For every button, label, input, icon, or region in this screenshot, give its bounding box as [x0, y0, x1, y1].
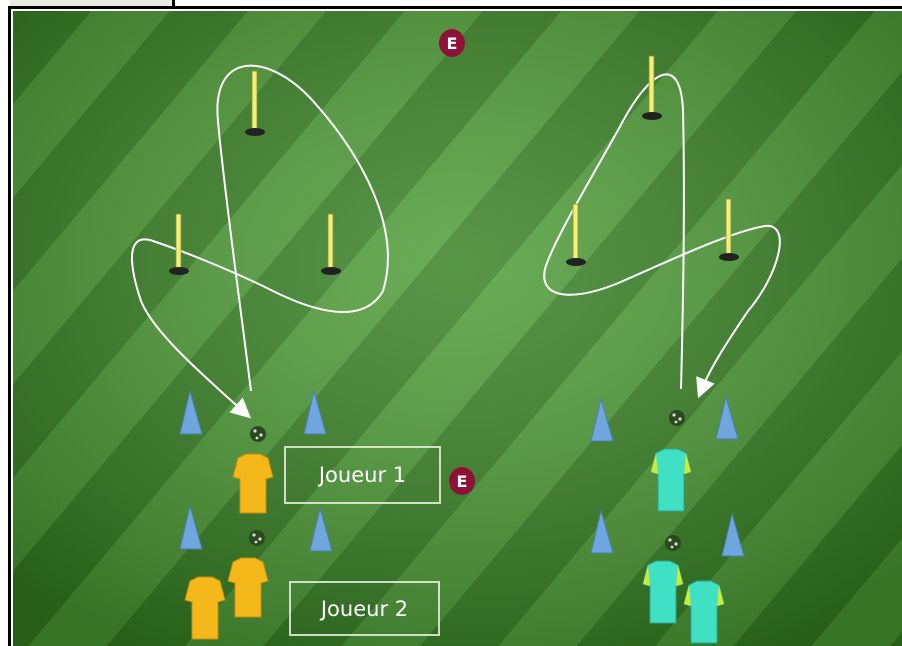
- e-badge-top: E: [439, 29, 465, 57]
- soccer-field: Joueur 1 Joueur 2 E E: [13, 11, 902, 646]
- ball-icon: [249, 530, 265, 546]
- e-badge-mid: E: [449, 467, 475, 495]
- field-drawing: [13, 11, 902, 646]
- grass-shading: [13, 11, 902, 646]
- ball-icon: [250, 426, 266, 442]
- ball-icon: [665, 535, 681, 551]
- ball-icon: [669, 410, 685, 426]
- player2-label: Joueur 2: [289, 581, 440, 636]
- player1-label: Joueur 1: [284, 446, 441, 504]
